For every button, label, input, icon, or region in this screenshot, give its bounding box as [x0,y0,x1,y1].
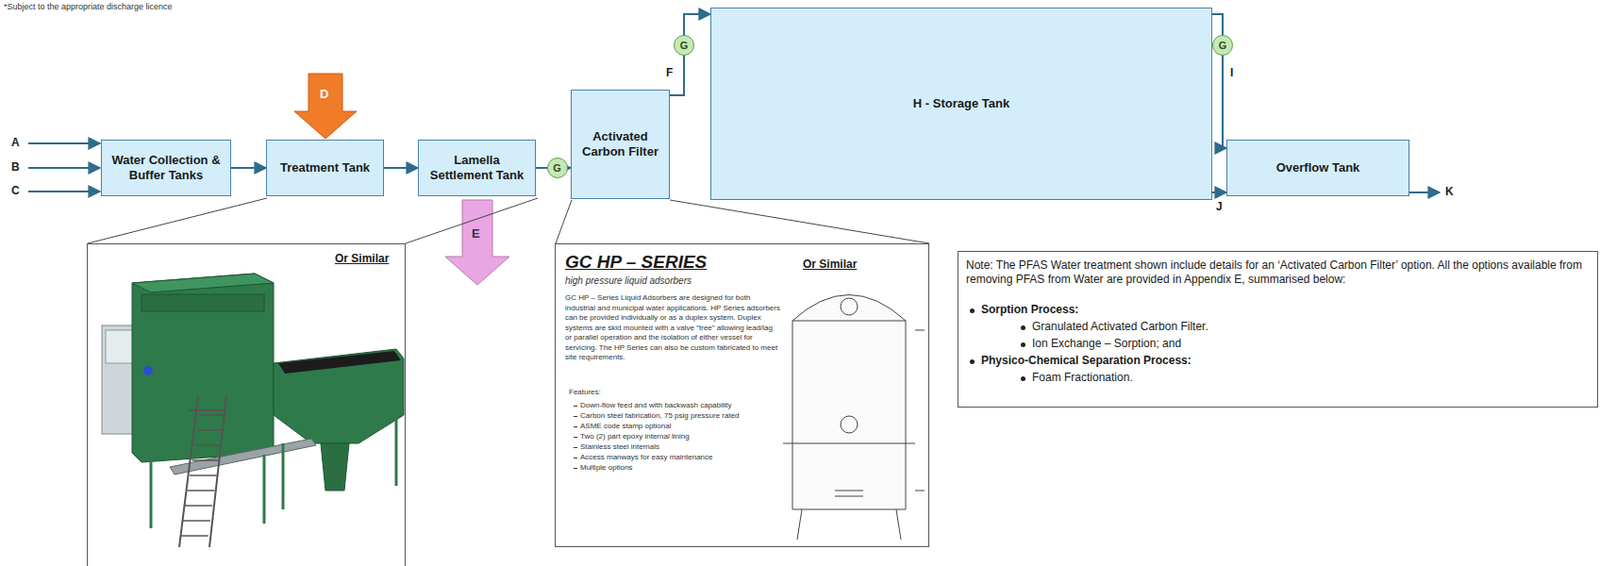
process-box: Activated Carbon Filter [570,89,670,200]
box-label: H - Storage Tank [913,96,1010,112]
process-box: Treatment Tank [266,139,384,197]
panel-text: Multiple options [580,463,788,473]
sample-point: G [673,34,695,56]
flow-connector [231,166,267,169]
panel-text: Stainless steel internals [580,442,788,452]
adsorber-vessel-drawing [783,295,925,541]
outlet-arrow [1409,191,1440,194]
leader-lines [87,198,930,244]
panel-text: Two (2) part epoxy internal lining [580,432,788,442]
stream-letter: D [319,86,329,101]
process-box: Water Collection & Buffer Tanks [100,139,232,197]
inset-panel: Or Similar [86,243,406,566]
stream-letter: J [1216,200,1223,214]
footnote: *Subject to the appropriate discharge li… [3,1,173,12]
treatment-plant-illustration [101,273,404,548]
inset-panel: Note: The PFAS Water treatment shown inc… [957,250,1599,408]
box-label: Water Collection & Buffer Tanks [107,152,225,184]
stream-letter: A [11,135,20,150]
dosing-arrow [294,73,357,139]
panel-text: Or Similar [802,257,857,271]
panel-text: high pressure liquid adsorbers [565,275,692,286]
stream-letter: B [11,160,20,174]
process-box: Lamella Settlement Tank [417,139,536,197]
panel-text: Note: The PFAS Water treatment shown inc… [966,258,1591,287]
box-label: Activated Carbon Filter [577,129,664,160]
stream-letter: E [471,226,481,241]
stream-letter: I [1230,66,1234,80]
panel-text: Foam Fractionation. [1032,370,1134,384]
sludge-arrow [445,200,510,285]
flow-connector [1212,191,1227,194]
panel-text: GC HP – Series Liquid Adsorbers are desi… [565,293,781,364]
flow-connector [669,14,711,96]
inset-panel: GC HP – SERIES high pressure liquid adsor… [554,243,930,548]
sample-point: G [547,157,568,179]
panel-text: Features: [568,387,601,397]
panel-text: ASME code stamp optional [580,421,788,432]
sample-point: G [1212,34,1234,56]
panel-text: Sorption Process: [981,302,1079,317]
panel-text: Down-flow feed and with backwash capabil… [580,400,788,411]
box-label: Treatment Tank [280,160,370,176]
flow-connector [383,166,418,169]
panel-text: Access manways for easy maintenance [580,452,788,463]
panel-text: GC HP – SERIES [565,251,707,273]
box-label: Lamella Settlement Tank [424,152,530,184]
panel-text: Or Similar [334,251,389,266]
stream-letter: C [11,183,20,198]
panel-text: Carbon steel fabrication, 75 psig pressu… [580,411,788,421]
process-box: H - Storage Tank [710,7,1213,200]
inlet-arrows [28,143,100,192]
process-box: Overflow Tank [1226,139,1410,197]
panel-text: Granulated Activated Carbon Filter. [1032,319,1209,334]
stream-letter: K [1445,184,1454,199]
box-label: Overflow Tank [1276,160,1361,176]
panel-text: Physico-Chemical Separation Process: [981,353,1192,367]
panel-text: Ion Exchange – Sorption; and [1032,336,1182,350]
stream-letter: F [666,66,673,80]
